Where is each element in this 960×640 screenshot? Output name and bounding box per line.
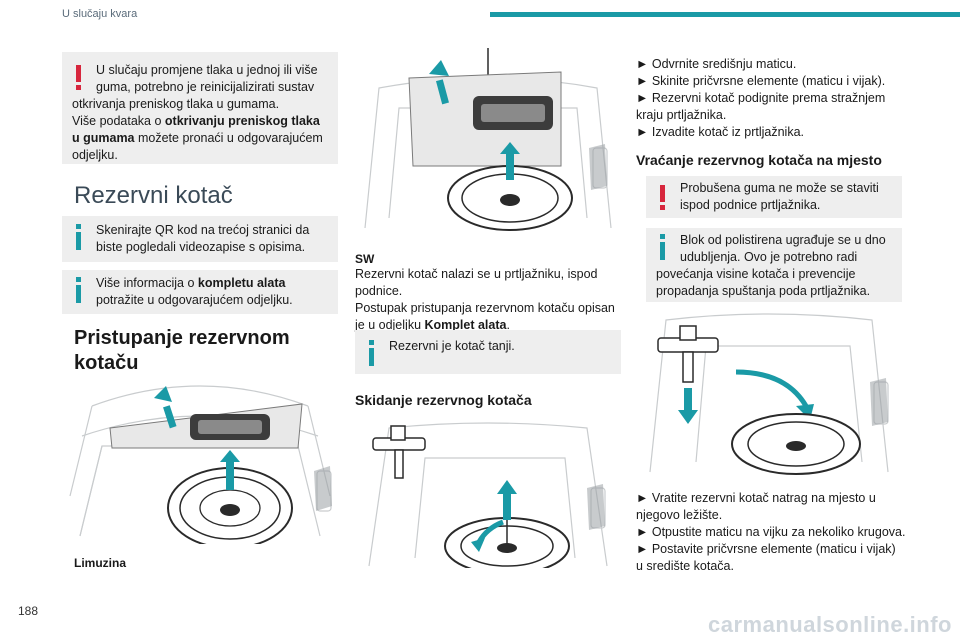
text-line: U slučaju promjene tlaka u jednoj ili vi… [96, 63, 318, 77]
subheading-remove-spare: Skidanje rezervnog kotača [355, 392, 532, 408]
subheading-refit-spare: Vraćanje rezervnog kotača na mjesto [636, 152, 882, 168]
warning-icon [74, 62, 84, 90]
fastener-nut-bolt [657, 325, 719, 383]
info-icon [74, 277, 84, 303]
info-icon [658, 234, 668, 260]
steps-remove: ► Odvrnite središnju maticu. ► Skinite p… [636, 56, 916, 141]
watermark: carmanualsonline.info [708, 612, 952, 637]
warning-box-punctured: Probušena guma ne može se staviti ispod … [646, 176, 902, 218]
figure-caption-sedan: Limuzina [74, 556, 127, 570]
arrow-down-icon [678, 388, 698, 424]
text-line: Više podataka o otkrivanju preniskog tla… [72, 114, 320, 128]
header-section-title: U slučaju kvara [62, 8, 138, 20]
text-line: Skenirajte QR kod na trećoj stranici da [96, 223, 310, 237]
text-line: ispod podnice prtljažnika. [680, 198, 821, 212]
step: kraju prtljažnika. [636, 108, 727, 122]
page-number: 188 [18, 604, 39, 618]
step: ► Otpustite maticu na vijku za nekoliko … [636, 525, 906, 539]
heading-access-spare-wheel: Pristupanje rezervnom kotaču [74, 327, 290, 374]
step: ► Skinite pričvrsne elemente (maticu i v… [636, 74, 886, 88]
info-icon [367, 340, 377, 366]
fastener-nut-bolt [372, 425, 426, 479]
arrow-up-icon [429, 60, 449, 105]
arrow-up-icon [497, 480, 517, 520]
text-line: biste pogledali videozapise s opisima. [96, 240, 306, 254]
text-line: Probušena guma ne može se staviti [680, 181, 879, 195]
steps-refit: ► Vratite rezervni kotač natrag na mjest… [636, 490, 916, 575]
curved-arrow-icon [471, 519, 504, 552]
arrow-up-icon [154, 386, 177, 429]
info-box-toolkit: Više informacija o kompletu alata potraž… [62, 270, 338, 314]
paragraph-sw: Rezervni kotač nalazi se u prtljažniku, … [355, 267, 615, 332]
step: ► Vratite rezervni kotač natrag na mjest… [636, 491, 876, 505]
step: u središte kotača. [636, 559, 734, 573]
curved-arrow-icon [735, 369, 814, 420]
section-title-spare-wheel: Rezervni kotač [74, 182, 233, 209]
info-box-thin-wheel: Rezervni je kotač tanji. [355, 330, 621, 374]
warning-box-tyre-pressure: U slučaju promjene tlaka u jednoj ili vi… [62, 52, 338, 164]
warning-text-cont: otkrivanja preniskog tlaka u gumama. Viš… [72, 96, 328, 164]
info-icon [74, 224, 84, 250]
text-line: povećanja visine kotača i prevencije [656, 267, 856, 281]
warning-text: U slučaju promjene tlaka u jednoj ili vi… [72, 62, 328, 96]
text-line: Rezervni je kotač tanji. [389, 339, 515, 353]
figure-sedan-trunk [69, 385, 332, 544]
text-line: Blok od polistirena ugrađuje se u dno [680, 233, 886, 247]
figure-sw-trunk [364, 48, 612, 231]
arrow-up-icon [220, 450, 240, 490]
step: ► Izvadite kotač iz prtljažnika. [636, 125, 804, 139]
text-line: potražite u odgovarajućem odjeljku. [96, 293, 293, 307]
info-box-polystyrene: Blok od polistirena ugrađuje se u dno ud… [646, 228, 902, 302]
figure-remove-spare [368, 422, 608, 568]
text-line: propadanja spuštanja poda prtljažnika. [656, 284, 871, 298]
text-line: Više informacija o kompletu alata [96, 276, 286, 290]
spare-wheel [731, 413, 861, 475]
text-line: udubljenja. Ovo je potrebno radi [680, 250, 858, 264]
figure-refit-spare [649, 313, 889, 475]
step: ► Postavite pričvrsne elemente (maticu i… [636, 542, 896, 556]
step: ► Rezervni kotač podignite prema stražnj… [636, 91, 886, 105]
text-line: guma, potrebno je reinicijalizirati sust… [96, 80, 315, 94]
warning-icon [658, 182, 668, 210]
text-line: otkrivanja preniskog tlaka u gumama. [72, 97, 280, 111]
step: njegovo ležište. [636, 508, 723, 522]
arrow-up-icon [500, 142, 520, 180]
step: ► Odvrnite središnju maticu. [636, 57, 797, 71]
text-line: u gumama možete pronaći u odgovarajućem [72, 131, 323, 145]
text-line: odjeljku. [72, 148, 118, 162]
label-sw: SW [355, 252, 375, 266]
header-accent-bar [490, 12, 960, 17]
info-box-qr: Skenirajte QR kod na trećoj stranici da … [62, 216, 338, 262]
